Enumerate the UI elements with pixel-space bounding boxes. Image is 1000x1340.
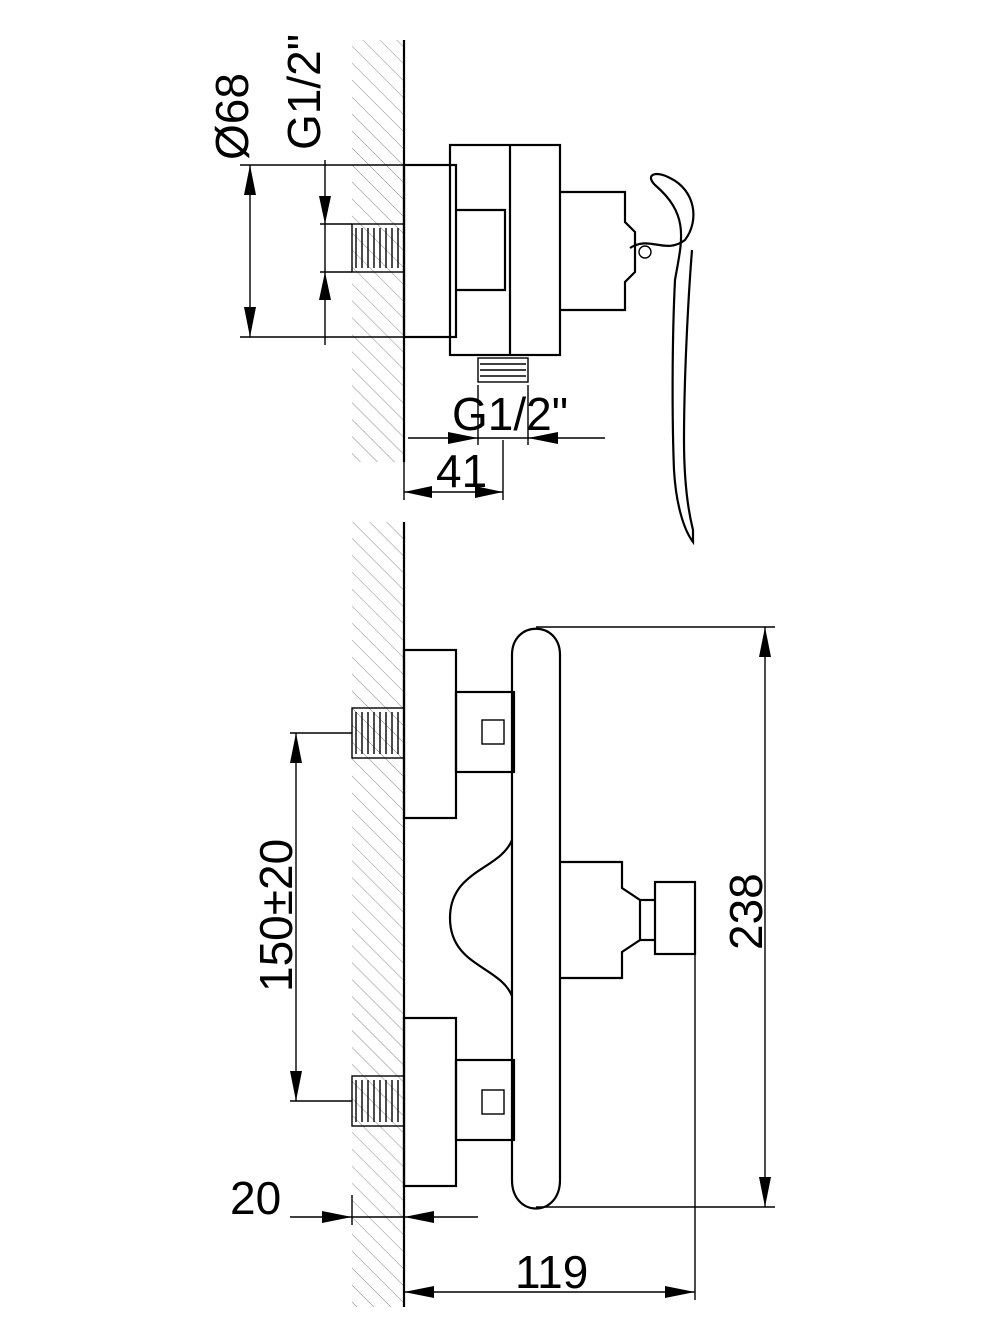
wall-section-top [352, 40, 404, 462]
dim-depth: 119 [404, 954, 696, 1300]
dim-thread-outlet-label: G1/2" [452, 388, 568, 440]
dim-diameter: Ø68 [206, 73, 450, 338]
lower-flange [402, 1016, 458, 1188]
front-view: 238 150±20 20 119 [230, 522, 775, 1307]
dim-height: 238 [536, 626, 775, 1208]
dim-thread-inlet: G1/2" [278, 34, 352, 345]
outlet-thread [477, 357, 529, 383]
lever-handle [629, 172, 695, 546]
cartridge-housing [560, 190, 637, 312]
dim-diameter-label: Ø68 [206, 73, 258, 160]
dim-projection-label: 41 [436, 445, 487, 497]
dim-wall-offset-label: 20 [230, 1172, 281, 1224]
dim-thread-outlet: G1/2" [408, 385, 605, 445]
inlet-thread [351, 223, 405, 273]
knob [653, 880, 697, 956]
dim-height-label: 238 [720, 873, 772, 950]
mixer-body-side [448, 143, 562, 357]
wall-section-front [352, 522, 404, 1307]
cartridge-front [560, 860, 642, 980]
mixer-body-front [510, 627, 562, 1210]
top-view: Ø68 G1/2" G1/2" 41 [206, 34, 695, 546]
dim-depth-label: 119 [515, 1246, 588, 1298]
dim-spacing-label: 150±20 [250, 839, 302, 992]
upper-flange [402, 648, 458, 820]
flange [402, 163, 458, 339]
dim-projection: 41 [403, 440, 504, 500]
dim-wall-offset: 20 [230, 1172, 478, 1225]
dim-thread-inlet-label: G1/2" [278, 34, 330, 150]
upper-inlet-thread [351, 707, 405, 759]
dim-spacing: 150±20 [250, 732, 352, 1102]
